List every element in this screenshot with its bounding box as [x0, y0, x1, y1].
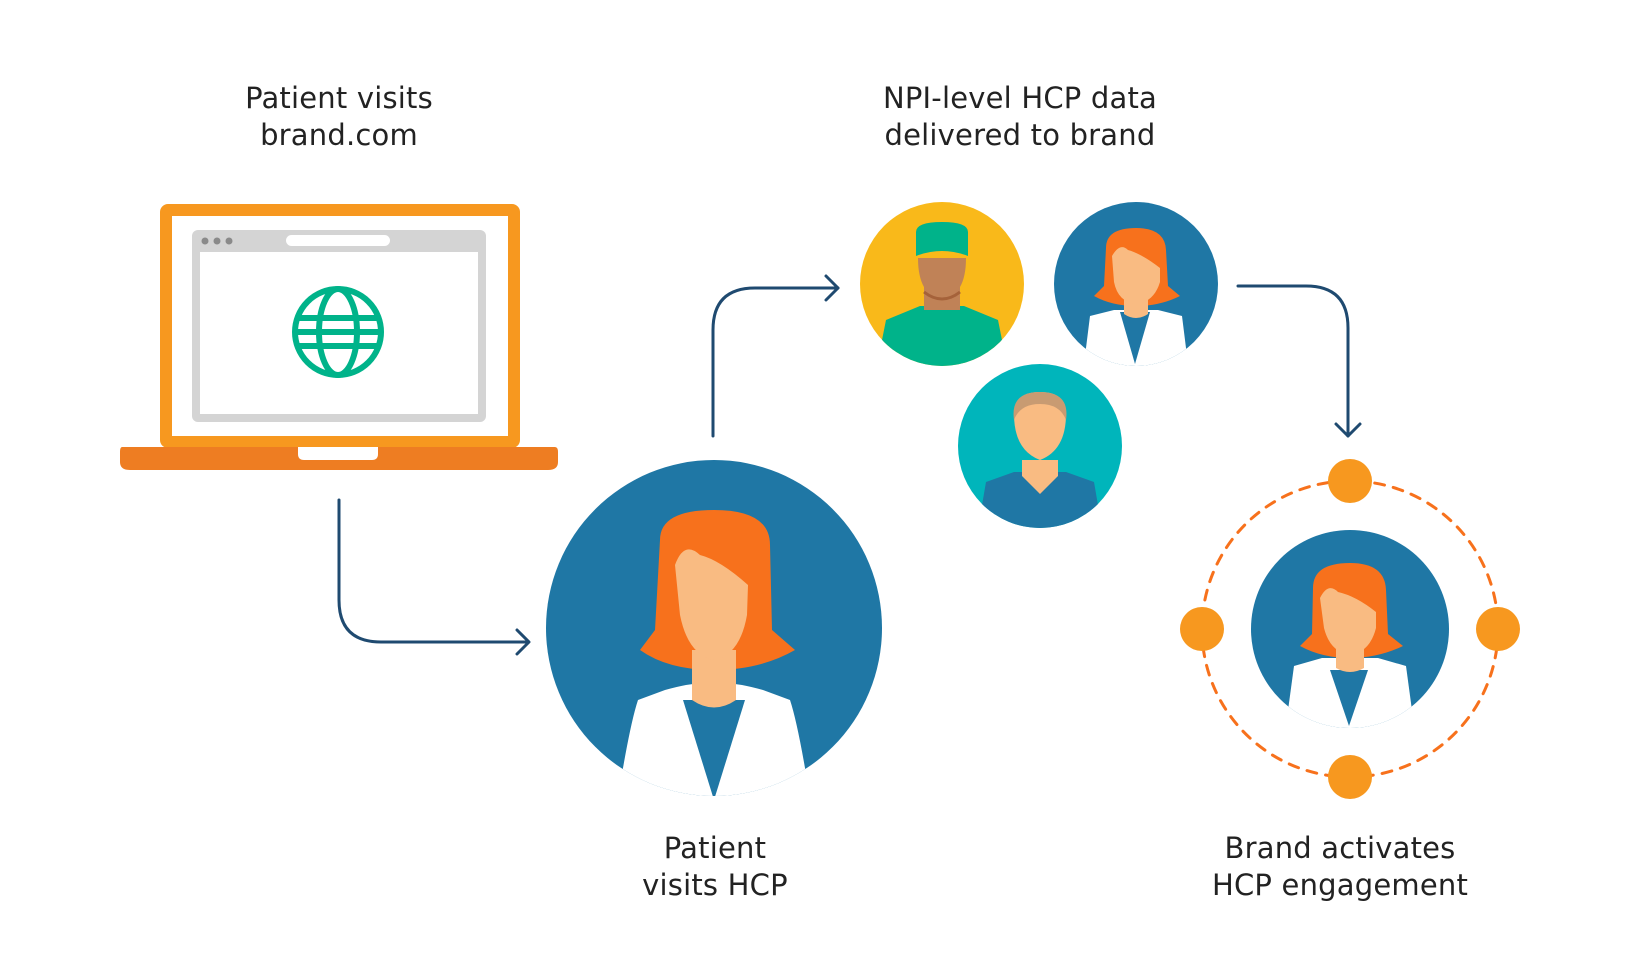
- label-line: delivered to brand: [884, 118, 1156, 152]
- step-label-brand-activates: Brand activates HCP engagement: [1170, 830, 1510, 904]
- engagement-ring: [1180, 459, 1520, 799]
- engagement-node-top: [1328, 459, 1372, 503]
- label-line: HCP engagement: [1211, 868, 1469, 902]
- label-line: NPI-level HCP data: [882, 81, 1158, 115]
- arrow-laptop-to-hcp: [337, 498, 531, 656]
- arrow-data-to-brand: [1236, 284, 1362, 438]
- label-line: visits HCP: [642, 868, 788, 902]
- label-line: Patient visits: [245, 81, 433, 115]
- step-label-data-delivered: NPI-level HCP data delivered to brand: [840, 80, 1200, 154]
- laptop-icon: [120, 204, 558, 470]
- label-line: Brand activates: [1224, 831, 1456, 865]
- step-label-visit-hcp: Patient visits HCP: [560, 830, 870, 904]
- hcp-avatar-surgeon: [860, 202, 1024, 366]
- engagement-node-left: [1180, 607, 1224, 651]
- engagement-node-bottom: [1328, 755, 1372, 799]
- label-line: brand.com: [260, 118, 418, 152]
- hcp-avatar-engaged: [1251, 530, 1449, 728]
- hcp-avatar-large: [546, 460, 882, 796]
- hcp-avatar-male: [958, 364, 1122, 528]
- step-label-visit-brand-site: Patient visits brand.com: [174, 80, 504, 154]
- globe-icon: [292, 286, 384, 378]
- hcp-avatar-female-doctor: [1054, 202, 1218, 366]
- arrow-hcp-to-data: [711, 274, 840, 438]
- label-line: Patient: [663, 831, 767, 865]
- engagement-node-right: [1476, 607, 1520, 651]
